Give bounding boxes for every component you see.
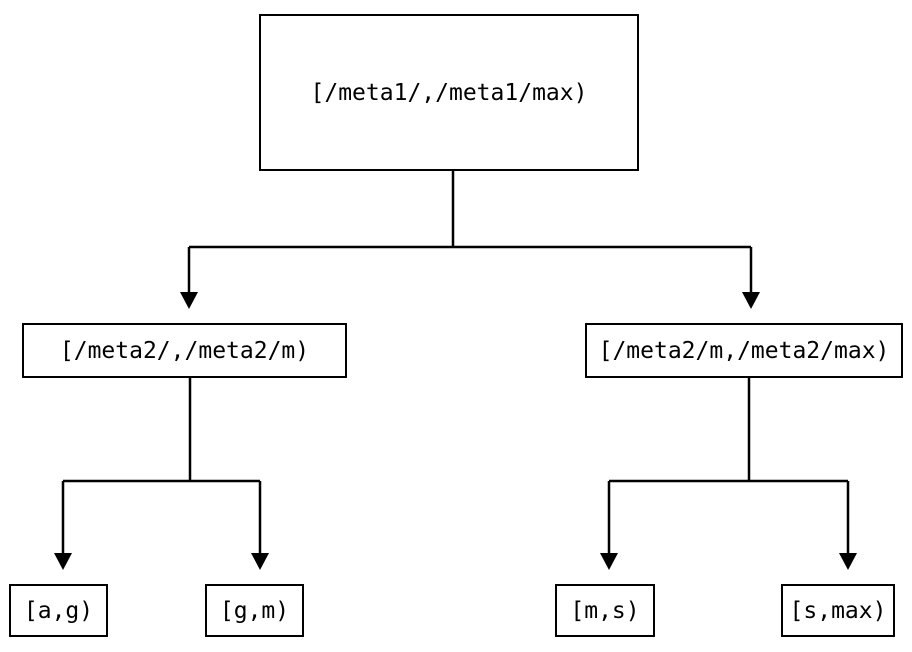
node-leaf-gm: [g,m): [205, 584, 304, 637]
node-leaf-smax-label: [s,max): [789, 597, 887, 624]
node-leaf-ms-label: [m,s): [570, 597, 640, 624]
node-leaf-smax: [s,max): [781, 584, 895, 637]
node-level2-right: [/meta2/m,/meta2/max): [585, 323, 903, 378]
node-leaf-ag-label: [a,g): [23, 597, 94, 624]
node-level2-left-label: [/meta2/,/meta2/m): [59, 337, 310, 364]
arrow-down-icon: [251, 553, 269, 570]
node-leaf-gm-label: [g,m): [219, 597, 290, 624]
node-level2-right-label: [/meta2/m,/meta2/max): [598, 337, 890, 364]
node-leaf-ag: [a,g): [9, 584, 108, 637]
node-leaf-ms: [m,s): [555, 584, 655, 637]
arrow-down-icon: [742, 292, 760, 309]
node-level2-left: [/meta2/,/meta2/m): [22, 323, 347, 378]
node-root-label: [/meta1/,/meta1/max): [310, 79, 588, 106]
arrow-down-icon: [600, 553, 618, 570]
node-root: [/meta1/,/meta1/max): [259, 14, 639, 171]
arrow-down-icon: [54, 553, 72, 570]
arrow-down-icon: [839, 553, 857, 570]
arrow-down-icon: [180, 292, 198, 309]
